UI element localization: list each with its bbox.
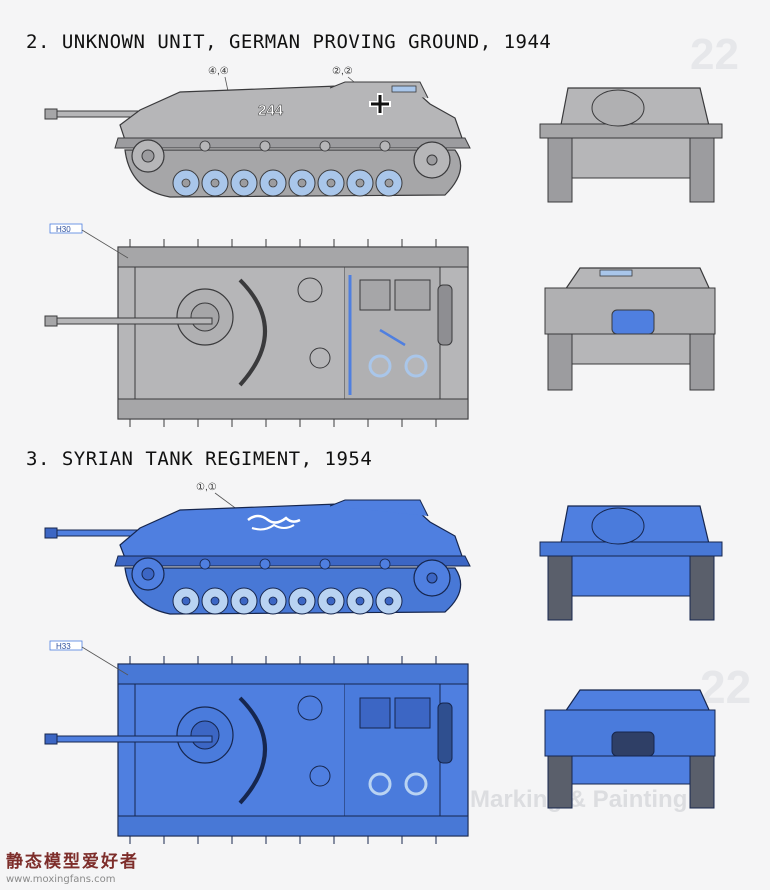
ghost-number-22: 22 xyxy=(690,30,739,79)
tank-side-view: 244 xyxy=(44,81,471,198)
ghost-heading: Marking & Painting xyxy=(470,786,688,813)
return-roller xyxy=(379,140,391,152)
section-3-number: 3. xyxy=(26,448,50,470)
section-3-drawings: ①,① xyxy=(44,482,723,844)
road-wheels xyxy=(172,587,403,615)
section-2-number: 2. xyxy=(26,31,50,53)
return-roller xyxy=(319,140,331,152)
tank-front-view xyxy=(539,87,723,203)
tank-front-view xyxy=(539,505,723,621)
balkenkreuz-icon xyxy=(369,93,391,115)
section-2-name: UNKNOWN UNIT, GERMAN PROVING GROUND, 194… xyxy=(61,31,552,53)
return-roller xyxy=(319,558,331,570)
tank-side-view xyxy=(44,499,471,615)
tank-top-view: H30 xyxy=(44,223,469,427)
syrian-roundel-icon xyxy=(247,514,301,531)
watermark: 静态模型爱好者 www.moxingfans.com xyxy=(6,847,166,885)
return-roller xyxy=(199,140,211,152)
section-2-top-callout: H30 xyxy=(56,225,71,234)
return-rollers xyxy=(199,558,391,570)
hull-number: 244 xyxy=(258,102,284,119)
watermark-url: www.moxingfans.com xyxy=(6,874,116,885)
return-roller xyxy=(259,558,271,570)
section-2-title: 2. UNKNOWN UNIT, GERMAN PROVING GROUND, … xyxy=(26,31,551,53)
tank-rear-view xyxy=(544,689,716,809)
return-rollers xyxy=(199,140,391,152)
section-2-callout-1: ④,④ xyxy=(208,66,229,77)
section-2-drawings: ④,④ ②,② 244 xyxy=(44,66,723,427)
return-roller xyxy=(259,140,271,152)
tank-rear-view xyxy=(544,267,716,391)
return-roller xyxy=(379,558,391,570)
tank-top-view: H33 xyxy=(44,640,469,844)
road-wheels xyxy=(172,169,403,197)
watermark-site-name: 静态模型爱好者 xyxy=(6,852,139,872)
section-2-callout-2: ②,② xyxy=(332,66,353,77)
section-3-name: SYRIAN TANK REGIMENT, 1954 xyxy=(61,448,373,470)
section-3-callout-1: ①,① xyxy=(196,482,217,493)
return-roller xyxy=(199,558,211,570)
section-3-top-callout: H33 xyxy=(56,642,71,651)
section-3-title: 3. SYRIAN TANK REGIMENT, 1954 xyxy=(26,448,372,470)
ghost-number-22b: 22 xyxy=(700,661,752,713)
